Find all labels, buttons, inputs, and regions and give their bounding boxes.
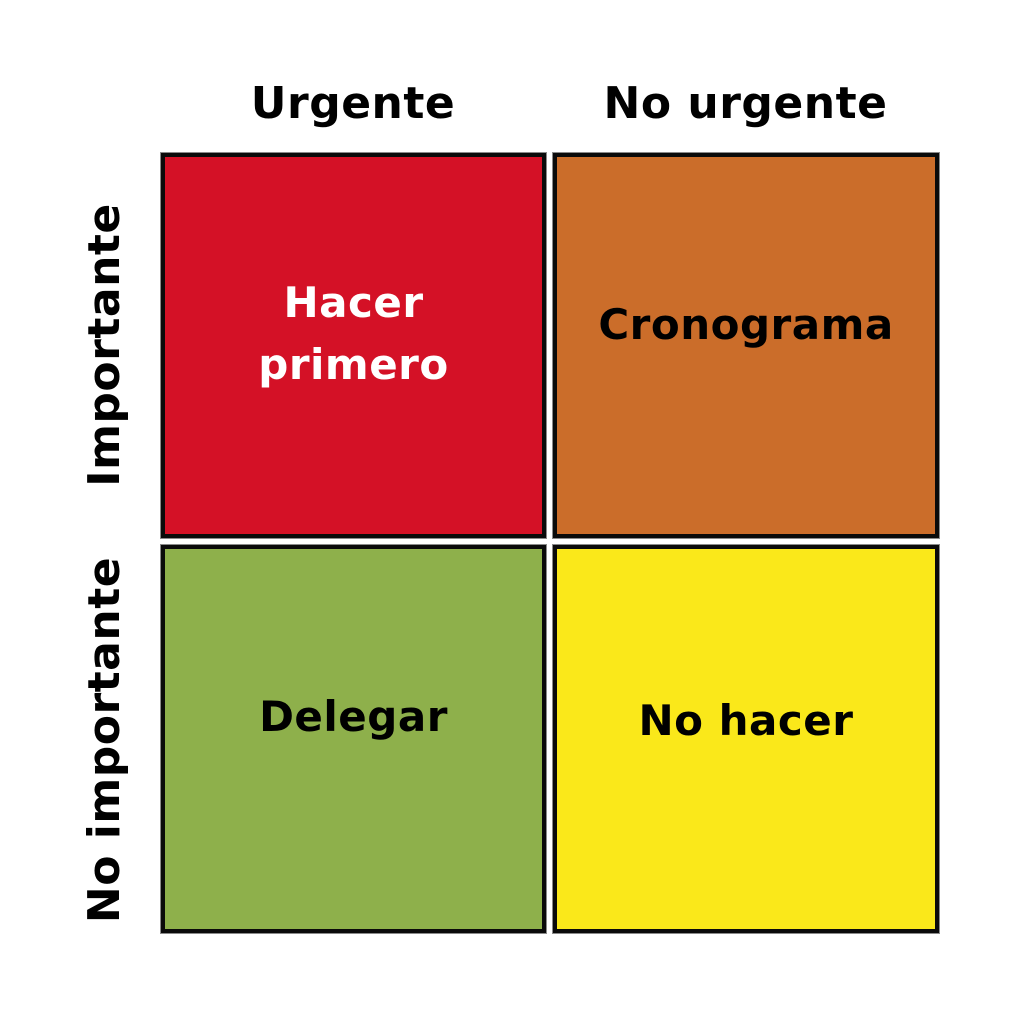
quadrant-schedule-label: Cronograma [598,299,894,349]
label-line-2: primero [258,339,449,389]
quadrant-do-first: Hacer primero [161,153,546,538]
quadrant-do-not-do: No hacer [553,545,939,933]
column-header-urgent: Urgente [250,78,456,129]
quadrant-delegate-label: Delegar [259,692,448,741]
quadrant-do-not-do-label: No hacer [638,696,854,745]
row-header-important: Importante [79,203,130,487]
column-header-not-urgent: No urgente [603,78,888,129]
row-header-not-important: No importante [79,556,130,924]
quadrant-delegate: Delegar [161,545,546,933]
quadrant-schedule: Cronograma [553,153,939,538]
label-line-1: Hacer [283,277,424,327]
quadrant-do-first-label: Hacer primero [258,272,449,396]
